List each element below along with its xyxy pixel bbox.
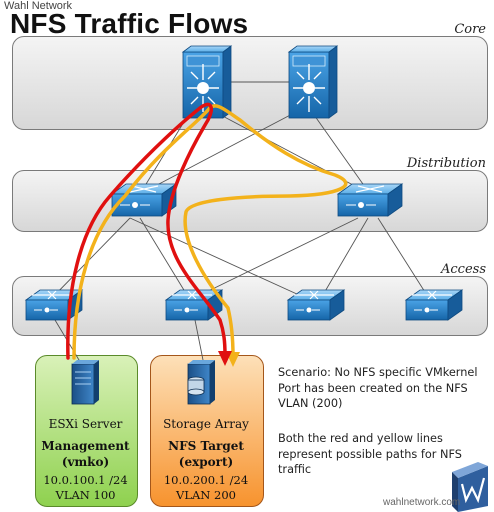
page-title: NFS Traffic Flows — [10, 8, 249, 39]
esxi-network-sub: (vmko) — [61, 455, 110, 469]
core-layer-label: Core — [454, 22, 486, 37]
esxi-vlan: VLAN 100 — [55, 488, 116, 502]
esxi-server-name: ESXi Server — [48, 417, 123, 431]
esxi-network-title: Management — [41, 439, 130, 453]
distribution-layer-label: Distribution — [406, 156, 486, 171]
storage-array-icon — [187, 360, 215, 405]
storage-ip: 10.0.200.1 /24 — [163, 473, 249, 487]
access-layer-label: Access — [441, 262, 486, 277]
distribution-switch-right — [336, 183, 404, 217]
storage-network-sub: (export) — [178, 455, 234, 469]
esxi-ip: 10.0.100.1 /24 — [43, 473, 128, 487]
wahl-network-logo — [452, 462, 488, 512]
scenario-note: Scenario: No NFS specific VMkernel Port … — [278, 366, 478, 410]
server-icon — [71, 360, 99, 405]
storage-array-name: Storage Array — [163, 417, 249, 431]
paths-note: Both the red and yellow lines represent … — [278, 432, 462, 476]
yellow-traffic-path — [72, 104, 348, 360]
storage-network-title: NFS Target — [168, 439, 244, 453]
storage-vlan: VLAN 200 — [176, 488, 236, 502]
core-layer-panel — [12, 36, 488, 130]
footer-brand: wahlnetwork.com — [383, 497, 461, 508]
red-traffic-path — [66, 102, 227, 360]
distribution-switch-left — [110, 183, 178, 217]
brand-header: Wahl Network — [4, 0, 73, 12]
